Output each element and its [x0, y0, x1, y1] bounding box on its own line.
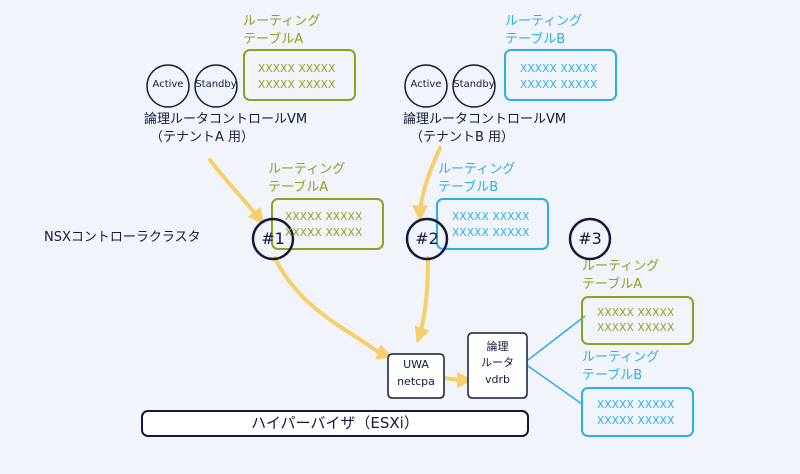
node1-routing-label-line2: テーブルA [268, 180, 329, 195]
active-circle-b [404, 64, 448, 108]
vm-b-entry-2: XXXXX XXXXX [520, 79, 598, 91]
uwa-box [387, 353, 445, 399]
hypervisor-bar [141, 410, 529, 437]
active-label-a: Active [152, 79, 184, 90]
arrow-vm-b-to-node2 [412, 146, 442, 222]
node2-routing-box [436, 198, 549, 250]
node2-routing-label-line2: テーブルB [438, 180, 499, 195]
node2-routing-label-line1: ルーティング [438, 162, 516, 177]
node2-entry-1: XXXXX XXXXX [452, 211, 530, 223]
vm-a-routing-label-line1: ルーティング [243, 14, 321, 29]
host-table-a-label-line2: テーブルA [582, 277, 643, 292]
vm-a-title: 論理ルータコントロールVM [144, 112, 308, 127]
uwa-label: UWA [403, 358, 429, 371]
node1-routing-box [271, 198, 384, 250]
vm-b-routing-box [504, 49, 617, 101]
vm-a-routing-box [243, 49, 356, 101]
host-table-b-entry-2: XXXXX XXXXX [597, 415, 675, 427]
node1-entry-1: XXXXX XXXXX [285, 211, 363, 223]
connector-router-table-b [527, 365, 583, 405]
host-routing-box-b [581, 387, 694, 437]
vm-a-entry-1: XXXXX XXXXX [258, 63, 336, 75]
controller-node-3 [568, 217, 612, 261]
vm-b-routing-label-line1: ルーティング [505, 14, 583, 29]
vm-a-routing-label-line2: テーブルA [243, 32, 304, 47]
router-label-line2: ルータ [481, 356, 514, 369]
host-table-a-entry-2: XXXXX XXXXX [597, 322, 675, 334]
active-circle-a [146, 64, 190, 108]
node2-entry-2: XXXXX XXXXX [452, 227, 530, 239]
vm-a-entry-2: XXXXX XXXXX [258, 79, 336, 91]
standby-label-b: Standby [453, 79, 495, 90]
host-table-a-label-line1: ルーティング [582, 259, 660, 274]
standby-circle-a [194, 64, 238, 108]
standby-circle-b [452, 64, 496, 108]
host-table-a-entry-1: XXXXX XXXXX [597, 307, 675, 319]
arrow-node1-to-uwa [273, 256, 394, 360]
vm-b-entry-1: XXXXX XXXXX [520, 63, 598, 75]
node3-label: #3 [578, 229, 602, 248]
node1-entry-2: XXXXX XXXXX [285, 227, 363, 239]
arrow-node2-to-uwa [414, 256, 430, 344]
active-label-b: Active [410, 79, 442, 90]
vdrb-label: vdrb [485, 373, 510, 386]
hypervisor-label: ハイパーバイザ（ESXi） [251, 414, 419, 432]
vm-b-title: 論理ルータコントロールVM [403, 112, 567, 127]
node2-label: #2 [415, 229, 439, 248]
cluster-label: NSXコントローラクラスタ [44, 230, 201, 245]
vm-b-routing-label-line2: テーブルB [505, 32, 566, 47]
host-table-b-entry-1: XXXXX XXXXX [597, 399, 675, 411]
vm-b-tenant: （テナントB 用） [410, 130, 515, 145]
logical-router-box [467, 332, 528, 399]
host-routing-box-a [581, 296, 694, 345]
host-table-b-label-line1: ルーティング [582, 350, 660, 365]
arrow-uwa-to-router [443, 371, 474, 388]
connector-router-table-a [527, 315, 586, 361]
node1-label: #1 [261, 229, 285, 248]
vm-a-tenant: （テナントA 用） [150, 130, 255, 145]
node1-routing-label-line1: ルーティング [268, 162, 346, 177]
controller-node-2 [405, 217, 449, 261]
standby-label-a: Standby [195, 79, 237, 90]
controller-node-1 [251, 217, 295, 261]
host-table-b-label-line2: テーブルB [582, 368, 643, 383]
netcpa-label: netcpa [397, 375, 435, 388]
router-label-line1: 論理 [486, 340, 509, 353]
arrow-vm-a-to-node1 [208, 158, 264, 225]
